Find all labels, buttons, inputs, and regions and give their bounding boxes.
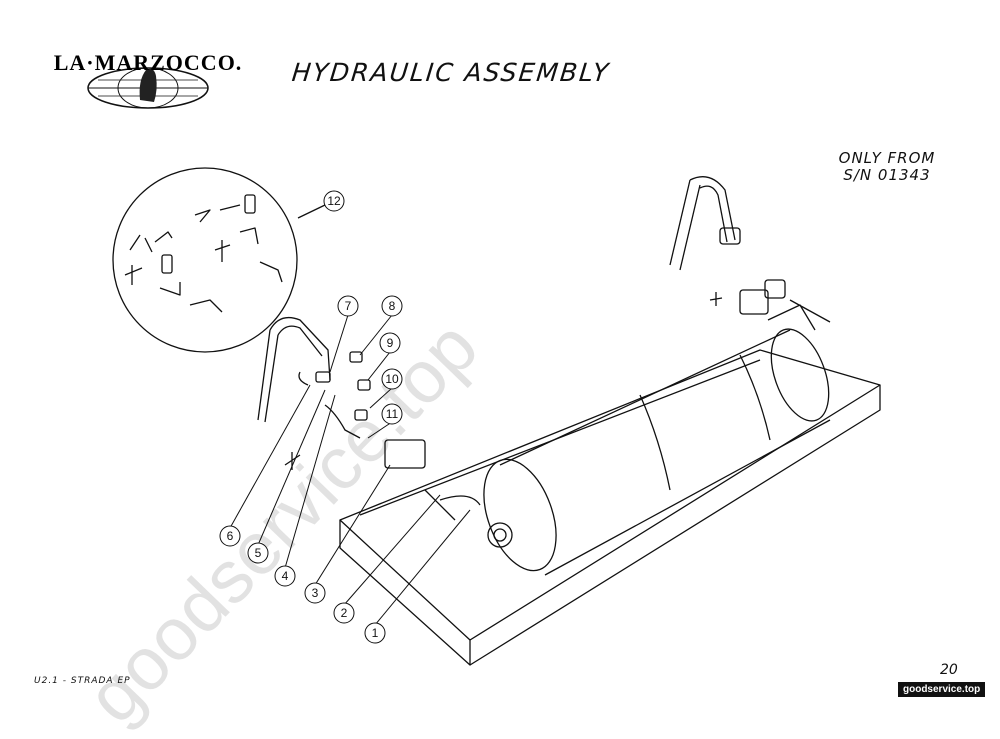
brand-text: LA·MARZOCCO. <box>54 50 243 75</box>
callout-2-label: 2 <box>341 606 348 620</box>
callout-4: 4 <box>274 565 296 587</box>
callout-7-label: 7 <box>345 299 352 313</box>
page-number: 20 <box>940 662 958 678</box>
callout-10: 10 <box>381 368 403 390</box>
callout-8: 8 <box>381 295 403 317</box>
callout-9: 9 <box>379 332 401 354</box>
leader-lines <box>229 314 471 626</box>
site-tag: goodservice.top <box>898 682 986 697</box>
base-tray <box>339 349 881 666</box>
la-marzocco-logo: LA·MARZOCCO. <box>54 50 243 109</box>
hydraulic-assembly-drawing: 1 2 3 4 5 6 7 8 9 10 11 12 <box>112 167 881 666</box>
callout-2: 2 <box>333 602 355 624</box>
callout-1-label: 1 <box>372 626 379 640</box>
callout-12-label: 12 <box>327 194 341 208</box>
top-right-fittings <box>669 176 831 331</box>
callout-11-label: 11 <box>386 407 399 421</box>
detail-12-kit <box>112 167 326 353</box>
serial-note-line2: S/N 01343 <box>843 166 931 184</box>
callout-8-label: 8 <box>389 299 396 313</box>
callout-7: 7 <box>337 295 359 317</box>
callout-5-label: 5 <box>255 546 262 560</box>
model-label: U2.1 - STRADA EP <box>34 676 131 686</box>
callout-10-label: 10 <box>385 372 399 386</box>
callout-6-label: 6 <box>227 529 234 543</box>
boiler-cylinder <box>483 328 831 576</box>
callout-5: 5 <box>247 542 269 564</box>
serial-note: ONLY FROM S/N 01343 <box>812 150 962 184</box>
callout-11: 11 <box>381 403 403 425</box>
callout-9-label: 9 <box>387 336 394 350</box>
callout-4-label: 4 <box>282 569 289 583</box>
callout-6: 6 <box>219 525 241 547</box>
callout-12: 12 <box>323 190 345 212</box>
serial-note-line1: ONLY FROM <box>838 149 936 167</box>
callout-3-label: 3 <box>312 586 319 600</box>
callout-3: 3 <box>304 582 326 604</box>
callout-1: 1 <box>364 622 386 644</box>
